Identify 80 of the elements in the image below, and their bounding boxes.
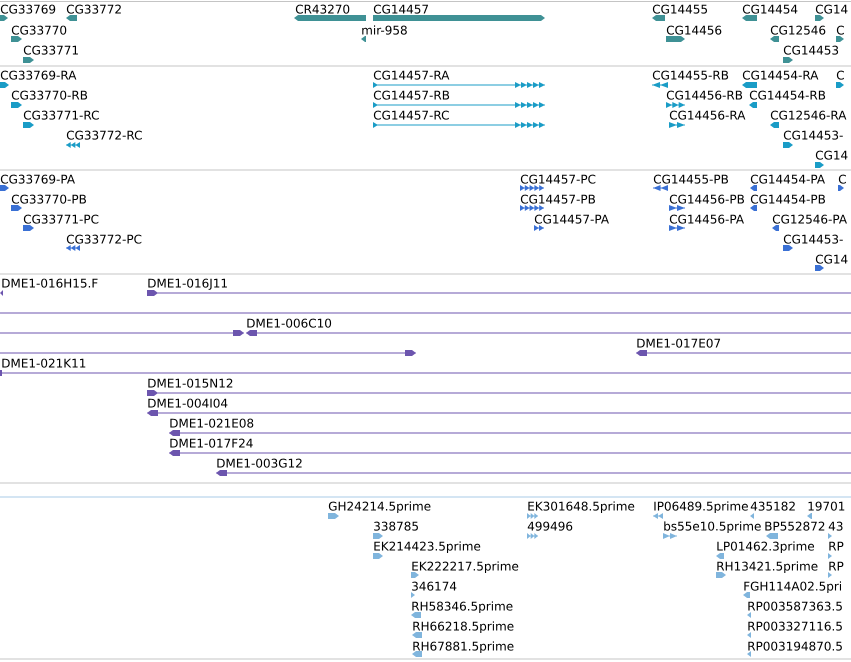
feature-label: CG33770-RB	[12, 90, 88, 100]
feature-label: CG33769	[0, 4, 56, 14]
feature-label: C	[836, 70, 844, 80]
feature-label: CG14454-PA	[750, 174, 825, 184]
feature-label: DME1-016H15.F	[2, 278, 98, 288]
feature-label: CG12546-PA	[772, 214, 847, 224]
feature-label: CG14	[816, 254, 848, 264]
feature-label: DME1-017E07	[637, 338, 720, 348]
feature-label: RH67881.5prime	[413, 641, 514, 653]
feature-label: RP003587363.5	[748, 602, 842, 611]
feature-label: FGH114A02.5pri	[744, 581, 841, 593]
feature-label: BP552872	[765, 522, 824, 531]
feature-label: RP	[829, 562, 844, 570]
feature-label: CG14457-RC	[374, 110, 449, 120]
feature-label: CG33770-PB	[12, 194, 86, 204]
feature-label: CG14457-RA	[374, 70, 450, 80]
feature-label: bs55e10.5prime	[664, 521, 761, 533]
feature-label: DME1-016J11	[148, 278, 227, 290]
feature-label: 499496	[528, 522, 572, 531]
feature-label: DME1-021K11	[2, 358, 86, 368]
feature-label: CG14454-PB	[750, 194, 825, 204]
feature-label: CG14453-	[784, 234, 843, 244]
feature-label: CG33769-PA	[0, 174, 75, 184]
feature-label: CG33772-PC	[66, 234, 142, 244]
feature-label: RP003194870.5	[748, 642, 842, 651]
feature-label: RP	[829, 542, 844, 550]
feature-label: CG14456-PA	[670, 214, 744, 224]
feature-label: 338785	[374, 522, 418, 531]
feature-label: DME1-006C10	[247, 318, 332, 328]
feature-label: CG14456-RA	[670, 110, 746, 120]
feature-label: CG33772	[66, 4, 121, 14]
feature-label: 346174	[412, 582, 456, 591]
feature-label: EK214423.5prime	[374, 541, 480, 553]
feature-label: LP01462.3prime	[717, 541, 814, 553]
feature-label: CG14453	[784, 46, 838, 55]
feature-label: CG14454	[742, 4, 798, 14]
feature-label: CG14457-RB	[374, 90, 450, 100]
feature-label: C	[838, 174, 846, 184]
feature-label: DME1-017F24	[170, 438, 253, 448]
feature-label: RP003327116.5	[748, 622, 842, 631]
feature-label: RH58346.5prime	[412, 601, 512, 613]
feature-label: CG14454-RA	[742, 70, 818, 80]
feature-label: 43	[828, 522, 842, 531]
feature-label: CG14	[816, 4, 848, 14]
feature-label: RH13421.5prime	[717, 561, 818, 573]
feature-label: CG14454-RB	[750, 90, 826, 100]
feature-label: 19701	[808, 502, 844, 511]
feature-label: CG14455-PB	[654, 174, 728, 184]
feature-label: CG33770	[12, 26, 66, 35]
feature-label: EK301648.5prime	[528, 501, 634, 513]
feature-label: CG33771	[24, 46, 78, 55]
feature-label: CG14457-PA	[534, 214, 609, 224]
feature-label: CG14455	[652, 4, 707, 14]
feature-label: 435182	[750, 502, 795, 511]
feature-label: CG14455-RB	[652, 70, 728, 80]
feature-label: CG33769-RA	[0, 70, 76, 80]
feature-label: DME1-021E08	[170, 418, 254, 428]
feature-label: mir-958	[362, 25, 407, 35]
feature-label: DME1-003G12	[217, 458, 302, 468]
feature-label: CG14457	[374, 4, 428, 14]
feature-label: DME1-015N12	[148, 378, 232, 388]
feature-label: CG33771-PC	[24, 214, 98, 224]
feature-label: GH24214.5prime	[328, 501, 430, 513]
feature-label: IP06489.5prime	[654, 501, 748, 513]
feature-label: CG12546-RA	[770, 110, 846, 120]
feature-label: EK222217.5prime	[412, 561, 518, 573]
feature-label: CG14	[816, 150, 848, 160]
feature-label: CR43270	[296, 4, 350, 14]
feature-label: CG12546	[770, 26, 826, 35]
feature-label: C	[836, 26, 844, 35]
feature-label: CG14457-PB	[520, 194, 595, 204]
feature-label: CG14453-	[784, 130, 843, 140]
feature-label: DME1-004I04	[148, 398, 228, 408]
feature-label: CG14457-PC	[520, 174, 596, 184]
feature-label: CG14456-PB	[670, 194, 744, 204]
feature-label: CG33772-RC	[66, 130, 142, 140]
feature-label: CG33771-RC	[24, 110, 99, 120]
feature-label: CG14456	[666, 26, 722, 35]
feature-label: RH66218.5prime	[413, 621, 514, 633]
feature-label: CG14456-RB	[666, 90, 742, 100]
